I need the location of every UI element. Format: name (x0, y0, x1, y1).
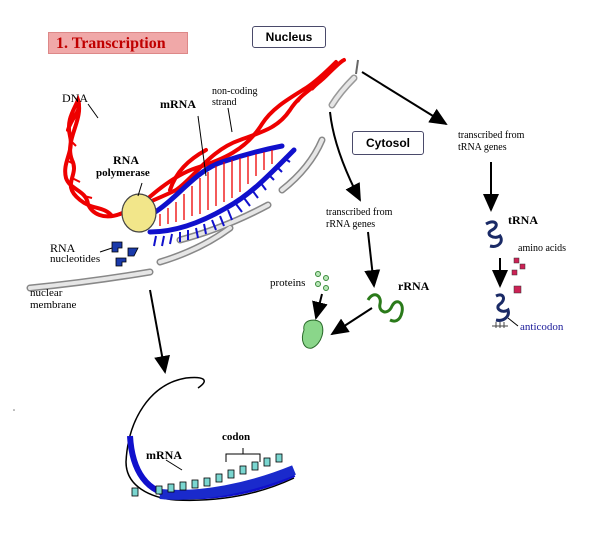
rna-nucleotides-line2: nucleotides (50, 253, 101, 265)
trna-label: tRNA (508, 213, 538, 227)
mrna-top-label: mRNA (160, 97, 196, 111)
arrows (149, 71, 508, 374)
codon-bracket (225, 448, 261, 462)
nuclear-membrane-line2: membrane (30, 299, 77, 311)
rna-polymerase-line1: RNA (113, 153, 139, 167)
rrna-label: rRNA (398, 279, 430, 293)
dna-helix (63, 58, 346, 220)
trna-genes-line2: tRNA genes (458, 142, 507, 153)
nuclear-membrane-line1: nuclear (30, 287, 63, 299)
protein-dots (315, 271, 329, 291)
rrna-genes-line1: transcribed from (326, 207, 393, 218)
rrna-genes-line2: rRNA genes (326, 219, 376, 230)
noncoding-line1: non-coding (212, 86, 258, 97)
protein-blob (301, 319, 324, 349)
trna-shape (485, 220, 503, 248)
amino-acid-shapes (511, 257, 526, 294)
cytosol-label: Cytosol (352, 131, 424, 155)
diagram-title: 1. Transcription (56, 35, 166, 52)
codon-teeth (131, 453, 283, 497)
rna-polymerase-line2: polymerase (96, 167, 150, 179)
mrna-bottom-strand (125, 376, 296, 502)
trna-with-amino (495, 293, 510, 322)
dna-label: DNA (62, 91, 88, 105)
rna-polymerase-shape (121, 193, 157, 233)
mrna-strand-top (147, 143, 297, 235)
proteins-label: proteins (270, 277, 306, 289)
mrna-bottom-label: mRNA (146, 448, 182, 462)
rna-nucleotides-shapes (111, 241, 139, 267)
amino-acids-label: amino acids (518, 243, 567, 254)
title-background (48, 32, 188, 54)
rrna-shape (366, 293, 404, 323)
noncoding-line2: strand (212, 97, 237, 108)
codon-label: codon (222, 431, 251, 443)
trna-genes-line1: transcribed from (458, 130, 525, 141)
nucleus-label: Nucleus (252, 26, 326, 48)
anticodon-label: anticodon (520, 321, 564, 333)
rna-nucleotides-line1: RNA (50, 241, 76, 255)
